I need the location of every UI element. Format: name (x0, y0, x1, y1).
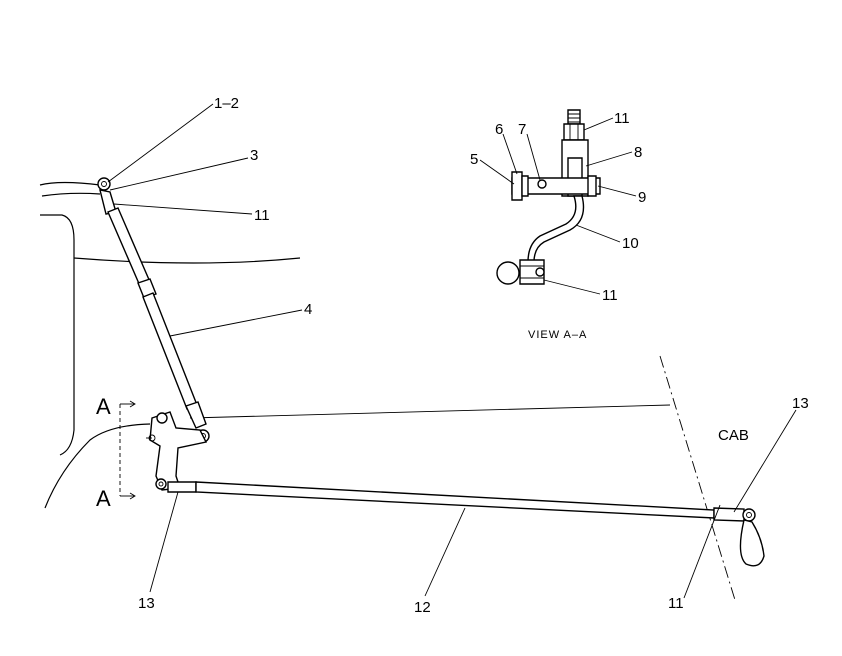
section-marker-bottom: A (96, 486, 111, 511)
upper-linkage (97, 177, 210, 443)
machine-outline (39, 181, 671, 509)
view-callout-9: 9 (638, 189, 646, 206)
view-callout-8: 8 (634, 144, 642, 161)
long-rod (167, 481, 765, 567)
leader-lines (107, 103, 797, 599)
cab-boundary-line (659, 355, 736, 601)
view-leader-lines (479, 117, 637, 295)
view-callout-11-top: 11 (614, 110, 630, 127)
section-marker-top: A (96, 394, 111, 419)
view-a-a-detail (496, 109, 601, 285)
view-callout-5: 5 (470, 151, 478, 168)
section-marker: A A (96, 394, 136, 511)
callout-11-top: 11 (254, 207, 270, 224)
view-callout-10: 10 (622, 235, 639, 252)
callout-12: 12 (414, 599, 431, 616)
bellcrank (146, 411, 208, 491)
view-callout-11-bottom: 11 (602, 287, 618, 304)
view-callout-6: 6 (495, 121, 503, 138)
callout-13-left: 13 (138, 595, 155, 612)
callout-13-right: 13 (792, 395, 809, 412)
view-title: VIEW A–A (528, 329, 587, 341)
callout-1-2: 1–2 (214, 95, 239, 112)
callout-3: 3 (250, 147, 258, 164)
cab-label: CAB (718, 427, 749, 444)
view-callout-7: 7 (518, 121, 526, 138)
callout-4: 4 (304, 301, 312, 318)
callout-11-bottom: 11 (668, 595, 684, 612)
